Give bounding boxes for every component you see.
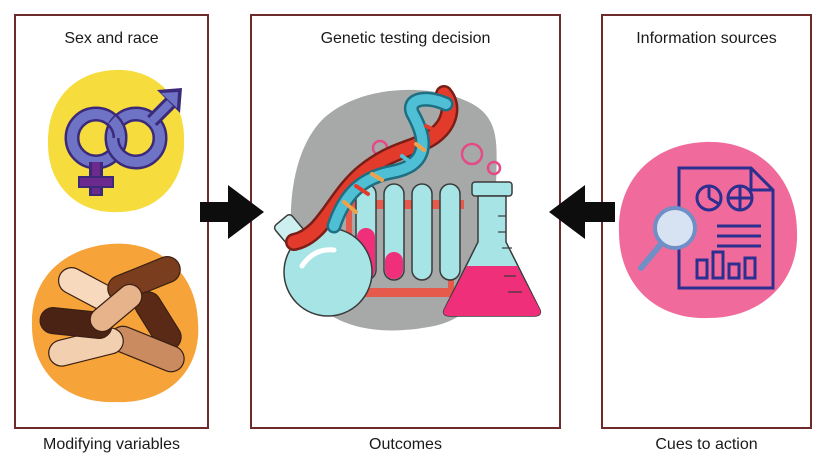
genetic-lab-icon xyxy=(273,85,542,331)
left-arrow-icon xyxy=(549,185,615,239)
panel-title-sex-and-race: Sex and race xyxy=(64,30,159,47)
caption-outcomes: Outcomes xyxy=(369,436,442,453)
panel-title-information-sources: Information sources xyxy=(636,30,777,47)
gender-symbols-icon xyxy=(47,69,185,213)
panel-title-genetic-testing-decision: Genetic testing decision xyxy=(320,30,491,47)
diverse-hands-icon xyxy=(31,243,199,403)
document-analysis-icon xyxy=(618,141,798,319)
modifying-variables-panel: Sex and race xyxy=(14,14,209,429)
right-arrow-icon xyxy=(200,185,264,239)
caption-modifying-variables: Modifying variables xyxy=(43,436,180,453)
cues-to-action-panel: Information sources xyxy=(601,14,812,429)
caption-cues-to-action: Cues to action xyxy=(655,436,758,453)
outcomes-panel: Genetic testing decision xyxy=(250,14,561,429)
